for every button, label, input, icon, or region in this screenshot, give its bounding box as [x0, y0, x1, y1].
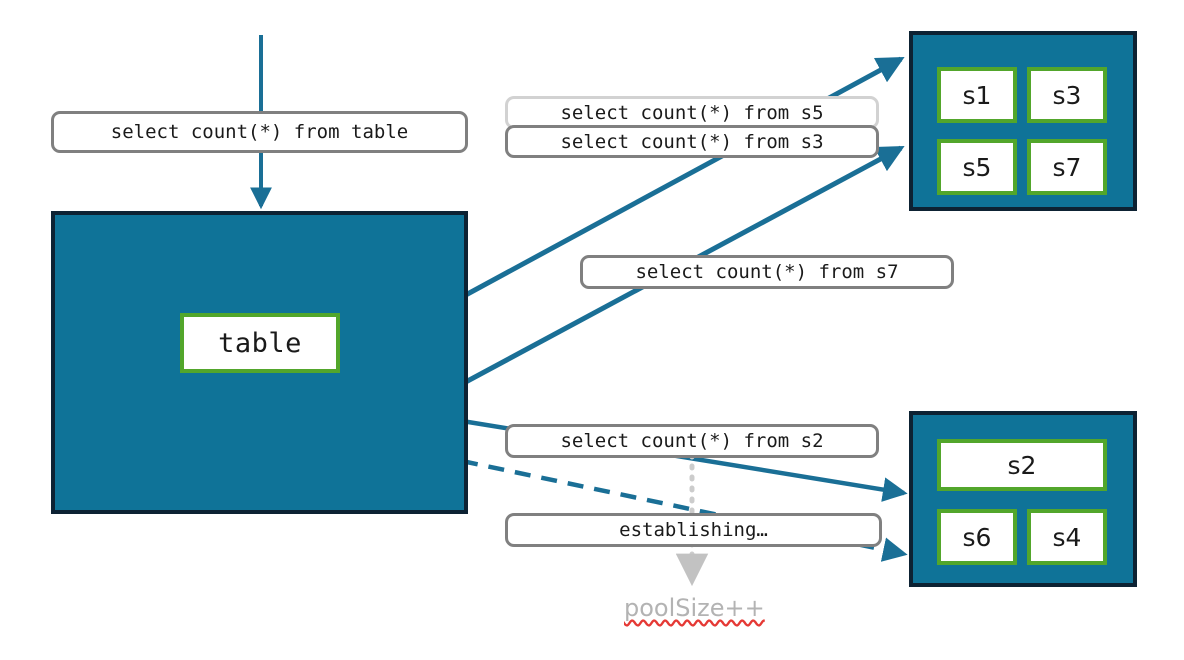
session-chip-s4[interactable]: s4 [1027, 509, 1107, 565]
session-chip-label: s5 [962, 152, 992, 182]
label-text: select count(*) from s3 [560, 130, 824, 153]
label-text: establishing… [619, 519, 768, 541]
session-chip-s7[interactable]: s7 [1027, 139, 1107, 195]
session-chip-label: s2 [1007, 450, 1037, 480]
label-incoming-query[interactable]: select count(*) from table [51, 111, 468, 153]
session-chip-s6[interactable]: s6 [937, 509, 1017, 565]
session-chip-s5[interactable]: s5 [937, 139, 1017, 195]
label-establishing[interactable]: establishing… [505, 513, 882, 547]
session-chip-s1[interactable]: s1 [937, 67, 1017, 123]
label-text: select count(*) from s2 [560, 430, 824, 452]
table-chip[interactable]: table [180, 313, 340, 373]
session-chip-label: s6 [962, 522, 992, 552]
label-query-s7[interactable]: select count(*) from s7 [580, 255, 954, 289]
session-chip-label: s3 [1052, 80, 1082, 110]
session-chip-label: s1 [962, 80, 992, 110]
label-query-s3[interactable]: select count(*) from s3 [505, 125, 879, 158]
session-chip-label: s7 [1052, 152, 1082, 182]
poolsize-note-text: poolSize++ [624, 594, 765, 622]
session-chip-s2[interactable]: s2 [937, 439, 1107, 491]
label-text: select count(*) from table [110, 121, 409, 143]
table-chip-label: table [218, 327, 302, 359]
session-chip-label: s4 [1052, 522, 1082, 552]
poolsize-note: poolSize++ [624, 594, 765, 622]
session-chip-s3[interactable]: s3 [1027, 67, 1107, 123]
label-text: select count(*) from s7 [635, 261, 899, 283]
label-query-s2[interactable]: select count(*) from s2 [505, 424, 879, 458]
label-text: select count(*) from s5 [560, 101, 824, 124]
